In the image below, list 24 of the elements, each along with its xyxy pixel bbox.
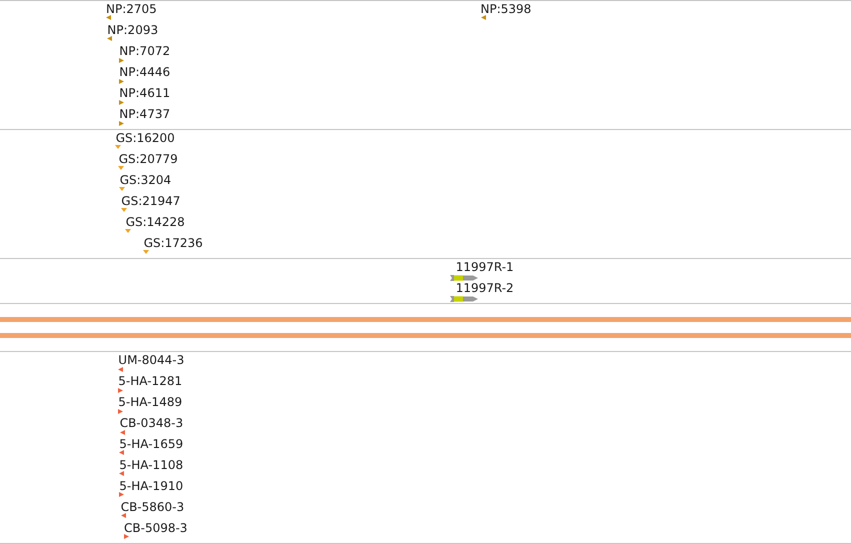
feature-label: CB-5860-3 [120, 500, 184, 514]
feature-label: 11997R-2 [456, 280, 514, 295]
feature-label: NP:2705 [106, 2, 157, 16]
feature-label: 5-HA-1108 [119, 458, 184, 472]
feature-label: GS:3204 [120, 173, 172, 188]
feature-label: NP:5398 [480, 2, 532, 16]
feature-label: 5-HA-1281 [118, 374, 182, 388]
feature-label: 5-HA-1659 [119, 436, 184, 451]
feature-label: 11997R-1 [456, 260, 514, 274]
feature-label: UM-8044-3 [118, 353, 184, 368]
feature-label: NP:4446 [119, 65, 170, 80]
feature-label: GS:21947 [121, 194, 180, 208]
feature-label: NP:4737 [119, 107, 170, 122]
feature-label: NP:2093 [107, 22, 158, 37]
feature-label: GS:14228 [126, 214, 185, 229]
feature-label: CB-0348-3 [120, 416, 184, 430]
feature-label: GS:16200 [116, 131, 175, 146]
feature-label: NP:7072 [119, 44, 170, 58]
feature-label: CB-5098-3 [124, 520, 188, 535]
feature-label: 5-HA-1910 [119, 478, 184, 493]
feature-label: GS:17236 [144, 236, 203, 250]
feature-label: 5-HA-1489 [118, 395, 182, 410]
feature-label: NP:4611 [119, 86, 170, 100]
feature-label: GS:20779 [118, 152, 178, 166]
